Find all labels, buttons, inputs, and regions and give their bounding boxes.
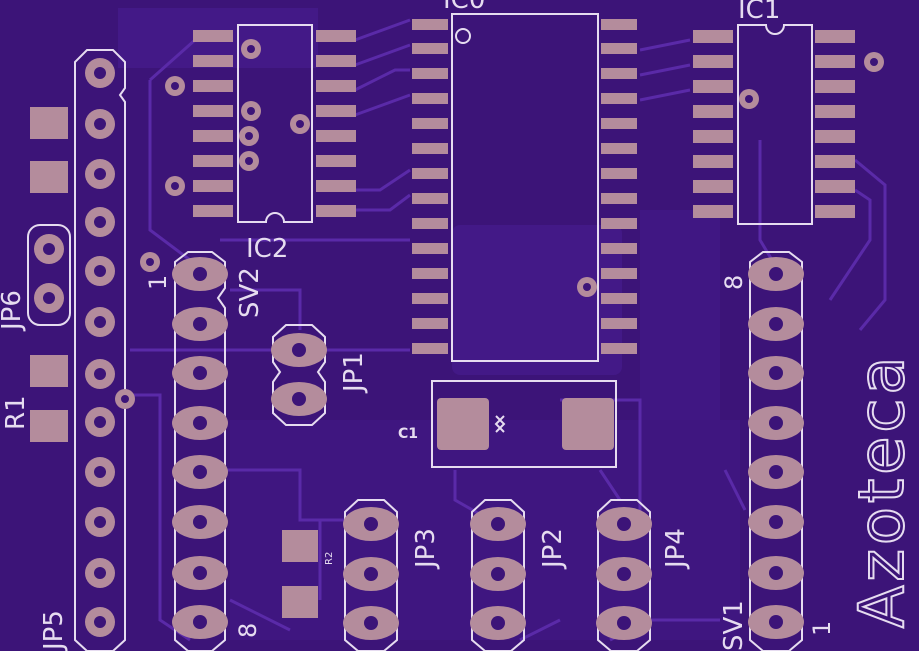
ic2-outline: [237, 24, 313, 223]
jp6-header: JP6: [0, 224, 71, 332]
sv1-pin-last-label: 8: [720, 275, 748, 290]
jp2-label: JP2: [538, 528, 568, 570]
c1-label: C1: [398, 426, 418, 442]
ic0-pads-left: [412, 19, 448, 354]
copper-pour-center: [452, 225, 622, 375]
ic0-chip: IC0: [412, 0, 637, 362]
jp4-outline: [597, 499, 651, 651]
c1-outline: [431, 380, 617, 468]
traces: [120, 18, 887, 642]
jp5-header: JP5: [39, 49, 126, 651]
jp4-header: JP4: [596, 499, 691, 651]
jp3-outline: [344, 499, 398, 651]
r2-resistor: R2: [282, 530, 335, 618]
ic0-outline: [451, 13, 599, 362]
r1-resistor: R1: [1, 107, 68, 442]
via-holes: [121, 45, 878, 403]
r2-label: R2: [324, 552, 335, 565]
ic1-pads-right: [815, 30, 855, 218]
ic1-chip: IC1: [693, 0, 855, 225]
ic1-pads-left: [693, 30, 733, 218]
jp3-label: JP3: [411, 528, 441, 570]
ic0-pin1-marker: [455, 28, 471, 44]
jp5-label: JP5: [39, 610, 69, 651]
sv1-outline: [749, 251, 803, 651]
ic2-pads-right: [316, 30, 356, 217]
sv2-pin-first-label: 1: [144, 275, 172, 290]
ic0-label: IC0: [443, 0, 485, 15]
jp5-outline: [74, 49, 126, 651]
sv2-pin-last-label: 8: [234, 623, 262, 638]
c1-capacitor: C1: [398, 380, 617, 468]
jp2-header: JP2: [470, 499, 568, 651]
sv1-label: SV1: [719, 600, 749, 651]
jp6-label: JP6: [0, 290, 27, 332]
ic1-outline: [737, 24, 813, 225]
jp6-outline: [27, 224, 71, 326]
jp2-outline: [471, 499, 525, 651]
jp3-header: JP3: [343, 499, 441, 651]
ic2-chip: IC2: [193, 24, 356, 264]
ic0-pads-right: [601, 19, 637, 354]
ic1-label: IC1: [738, 0, 780, 25]
sv2-label: SV2: [235, 267, 265, 318]
sv2-header: SV2 1 8: [144, 251, 265, 651]
jp1-header: JP1: [271, 324, 369, 426]
jp4-label: JP4: [661, 528, 691, 570]
sv1-header: SV1 8 1: [719, 251, 836, 651]
brand-label: Azoteca: [845, 353, 918, 628]
jp1-label: JP1: [339, 352, 369, 394]
sv1-pin-first-label: 1: [808, 621, 836, 636]
ic2-pads-left: [193, 30, 233, 217]
r1-label: R1: [1, 395, 31, 430]
ic2-label: IC2: [246, 234, 288, 264]
